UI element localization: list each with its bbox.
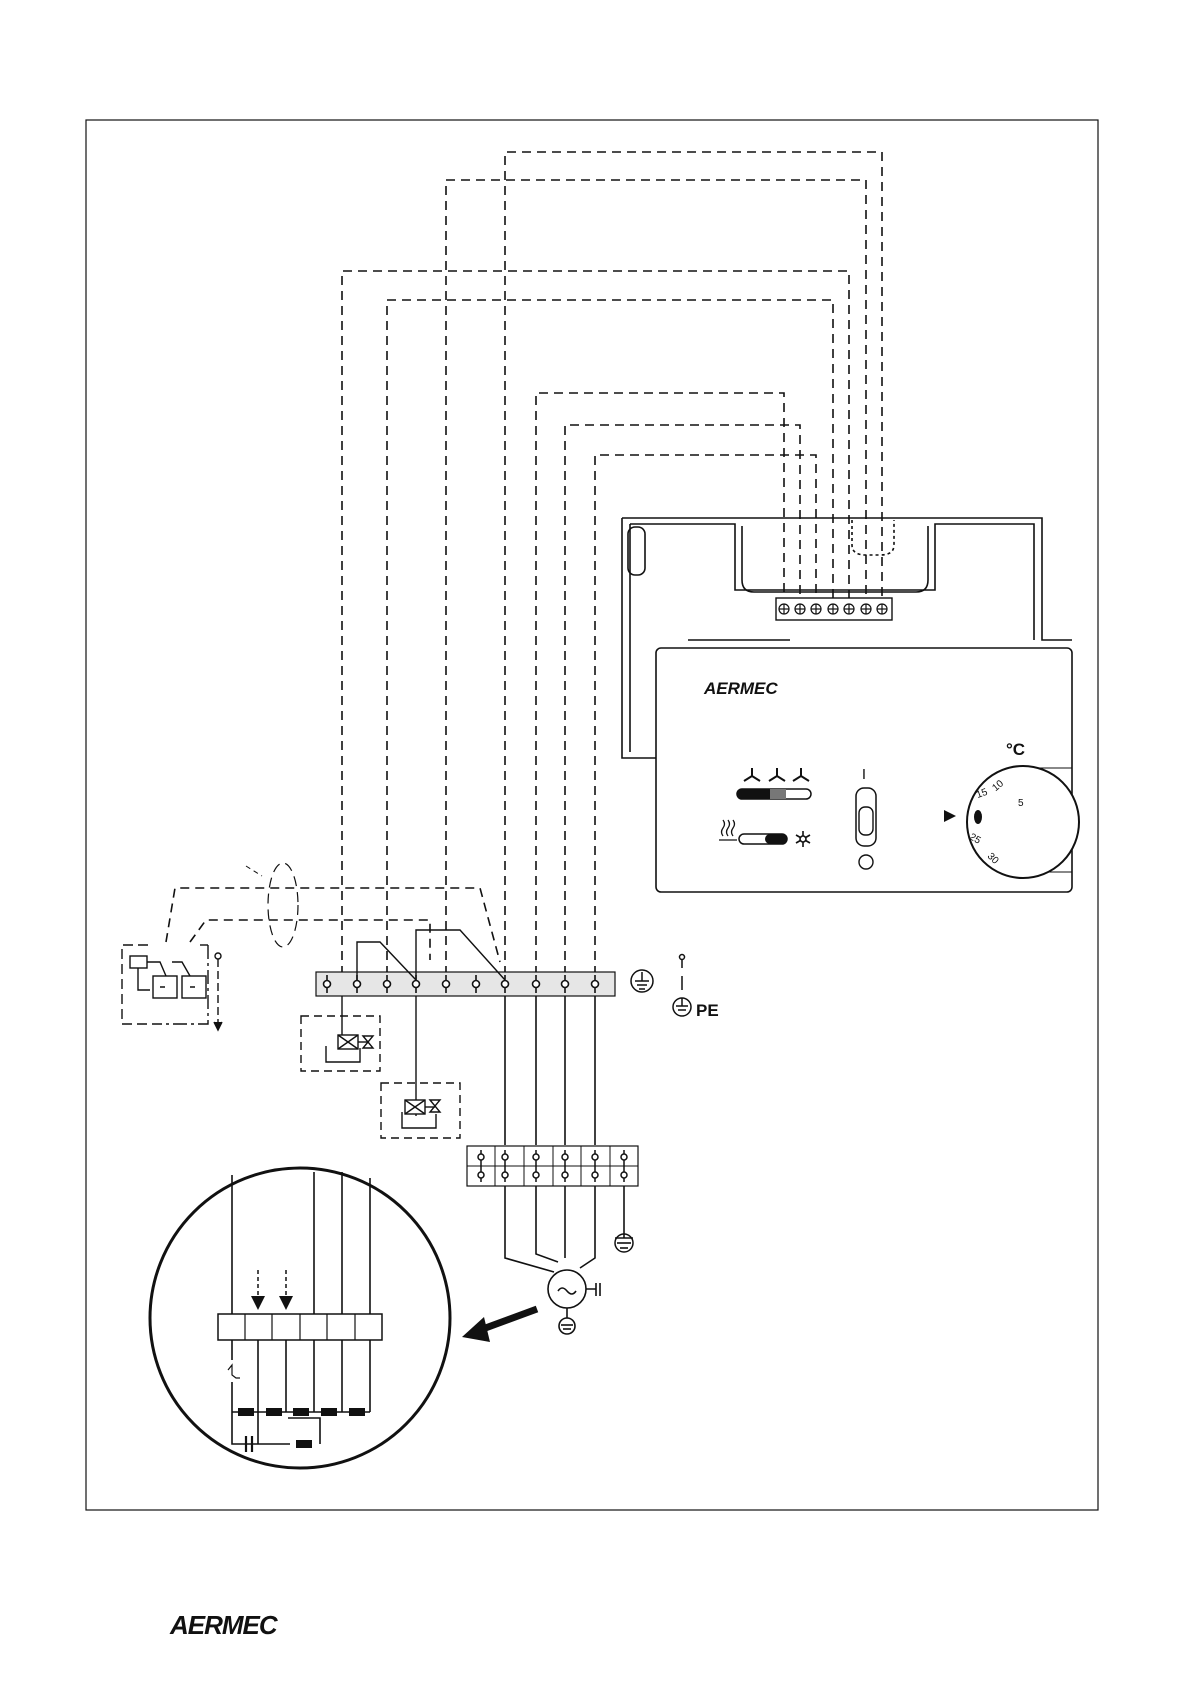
- thermostat-terminal-block: [776, 598, 892, 620]
- season-slider[interactable]: [739, 834, 787, 844]
- motor-terminal-block: [467, 1146, 638, 1186]
- dial-mark-5: 5: [1018, 798, 1024, 809]
- motor-detail-inset: [150, 1168, 450, 1468]
- power-switch[interactable]: [856, 788, 876, 846]
- unit-label: °C: [1006, 740, 1025, 759]
- solenoid-valve-icon: [301, 996, 460, 1138]
- temperature-dial[interactable]: 5 10 15 25 30: [967, 766, 1079, 878]
- earth-icon: [631, 955, 691, 1017]
- switch-label: I: [862, 766, 866, 783]
- thermostat-brand: AERMEC: [703, 679, 778, 698]
- motor-wires: [505, 1186, 633, 1272]
- thermostat-front: AERMEC I: [656, 648, 1079, 892]
- cable-shield: [268, 863, 298, 947]
- power-wires: [505, 996, 595, 1145]
- fan-motor-icon: [548, 1270, 600, 1334]
- arrow-icon: [462, 1309, 537, 1342]
- footer-brand-logo: AERMEC: [170, 1610, 277, 1641]
- power-led: [859, 855, 873, 869]
- terminal-strip: [316, 930, 615, 996]
- fan-speed-slider[interactable]: [737, 789, 811, 799]
- unit-controller: [122, 945, 222, 1030]
- earth-label: PE: [696, 1001, 719, 1020]
